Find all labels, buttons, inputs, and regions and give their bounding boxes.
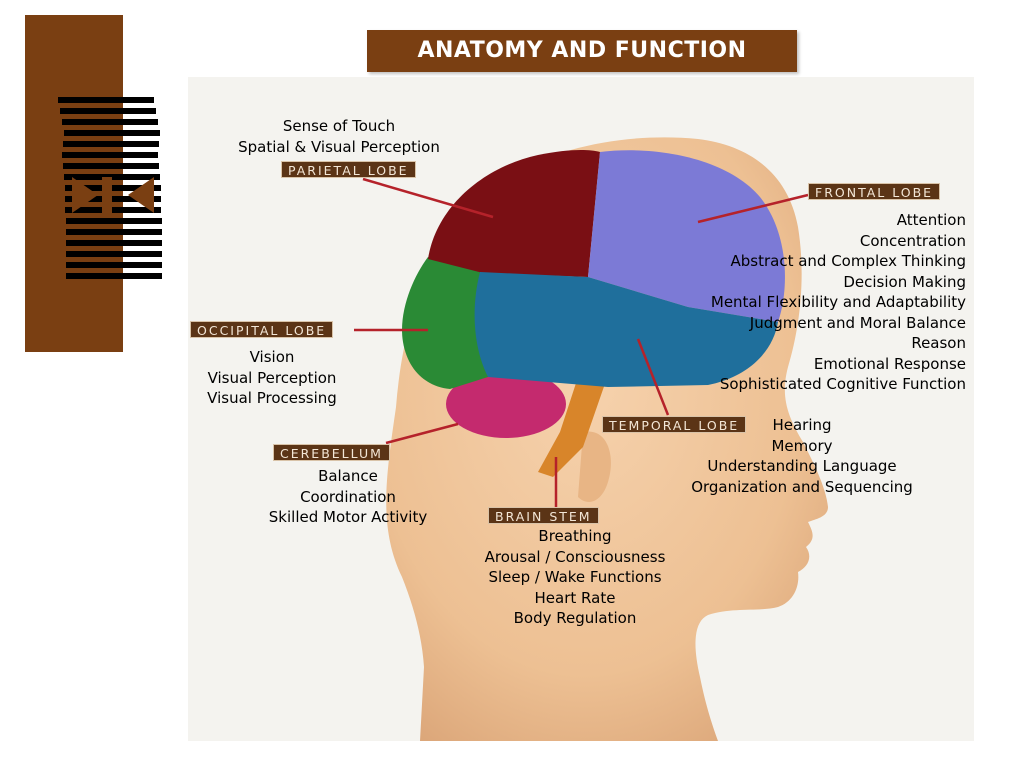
brain-stem-tag: BRAIN STEM [488, 507, 599, 524]
pointer-frontal [697, 193, 809, 224]
temporal-functions: Hearing Memory Understanding Language Or… [672, 415, 932, 497]
function-item: Decision Making [843, 272, 966, 291]
function-item: Sense of Touch [282, 117, 396, 135]
cerebellum-tag: CEREBELLUM [273, 444, 390, 461]
function-item: Memory [771, 436, 833, 455]
parietal-functions: Sense of Touch Spatial & Visual Percepti… [214, 116, 464, 157]
occipital-lobe-shape [402, 257, 488, 389]
brain-stem-functions: Breathing Arousal / Consciousness Sleep … [460, 526, 690, 629]
diagram-panel [188, 77, 974, 741]
temporal-lobe-tag: TEMPORAL LOBE [602, 416, 747, 433]
brain-stem-shape [538, 375, 608, 477]
logo-icon [58, 97, 162, 279]
function-item: Concentration [859, 231, 966, 250]
function-item: Sleep / Wake Functions [488, 568, 662, 586]
function-item: Body Regulation [513, 609, 637, 627]
function-item: Skilled Motor Activity [268, 508, 428, 526]
function-item: Breathing [538, 527, 612, 545]
frontal-functions: Attention Concentration Abstract and Com… [660, 210, 966, 395]
function-item: Coordination [300, 487, 396, 506]
function-item: Hearing [772, 416, 832, 434]
temporal-lobe-shape [474, 272, 778, 387]
function-item: Visual Processing [207, 389, 337, 407]
occipital-functions: Vision Visual Perception Visual Processi… [182, 347, 362, 409]
brain-diagram [354, 137, 828, 741]
function-item: Balance [318, 467, 378, 485]
page-title: ANATOMY AND FUNCTION [417, 38, 747, 63]
function-item: Heart Rate [534, 588, 616, 607]
function-item: Understanding Language [707, 457, 897, 475]
function-item: Arousal / Consciousness [484, 547, 666, 566]
cerebellum-shape [446, 370, 566, 438]
pointer-parietal [362, 177, 494, 219]
parietal-lobe-tag: PARIETAL LOBE [281, 161, 416, 178]
function-item: Emotional Response [813, 354, 966, 373]
function-item: Spatial & Visual Perception [238, 137, 440, 156]
function-item: Mental Flexibility and Adaptability [710, 293, 966, 311]
pointer-cerebellum [385, 422, 459, 445]
function-item: Organization and Sequencing [691, 477, 913, 496]
pointer-temporal [636, 338, 670, 416]
title-banner: ANATOMY AND FUNCTION [367, 30, 797, 72]
function-item: Attention [896, 211, 966, 229]
function-item: Abstract and Complex Thinking [730, 252, 966, 270]
function-item: Visual Perception [207, 368, 337, 387]
parietal-lobe-shape [428, 150, 600, 277]
frontal-lobe-tag: FRONTAL LOBE [808, 183, 941, 200]
frontal-lobe-shape [588, 150, 785, 322]
function-item: Sophisticated Cognitive Function [719, 375, 966, 393]
function-item: Judgment and Moral Balance [749, 313, 966, 332]
function-item: Reason [911, 334, 966, 352]
ear [578, 431, 611, 502]
occipital-lobe-tag: OCCIPITAL LOBE [190, 321, 334, 338]
function-item: Vision [249, 348, 295, 366]
cerebellum-functions: Balance Coordination Skilled Motor Activ… [248, 466, 448, 528]
